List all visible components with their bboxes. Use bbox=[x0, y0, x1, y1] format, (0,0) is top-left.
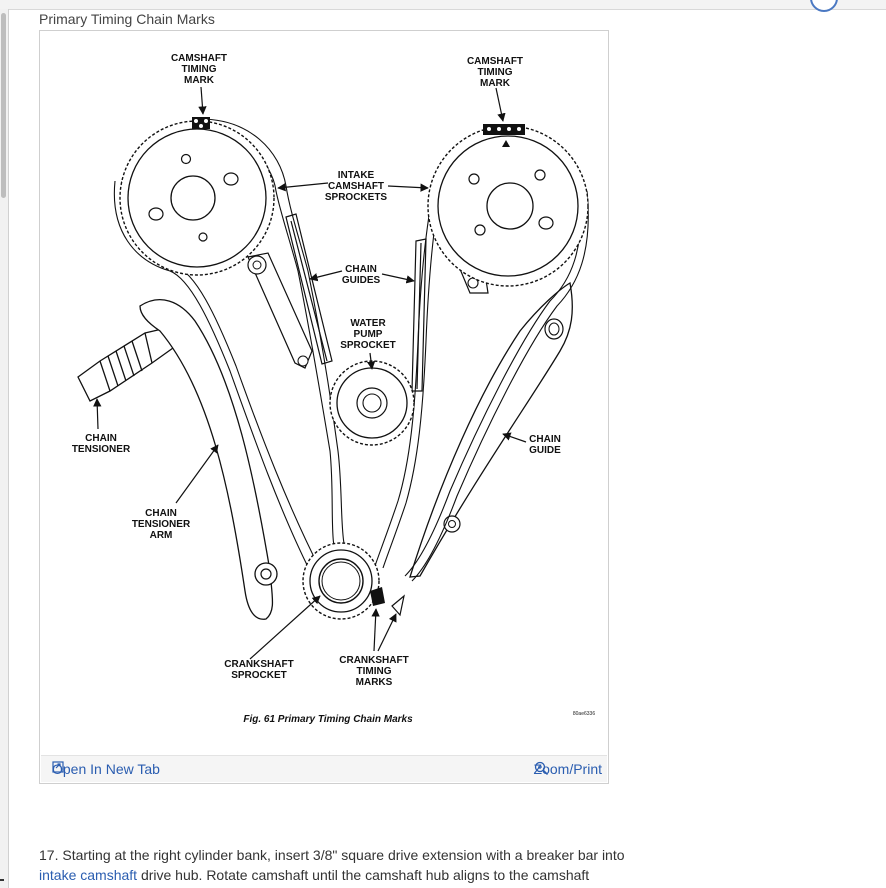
step-17-text-part-1: 17. Starting at the right cylinder bank,… bbox=[39, 847, 625, 863]
browser-top-bar bbox=[0, 0, 886, 12]
leader-lines bbox=[93, 86, 527, 660]
label-chain-guides-1: CHAIN bbox=[345, 264, 377, 275]
right-chain-guide bbox=[409, 281, 573, 578]
label-right-camshaft-timing-mark-3: MARK bbox=[480, 78, 511, 89]
chain-tensioner-arm bbox=[139, 299, 274, 620]
crankshaft-sprocket bbox=[302, 542, 380, 620]
label-right-camshaft-timing-mark-2: TIMING bbox=[478, 67, 513, 78]
intake-camshaft-link[interactable]: intake camshaft bbox=[39, 867, 138, 883]
left-cam-bracket bbox=[247, 252, 313, 369]
label-crankshaft-timing-marks-1: CRANKSHAFT bbox=[339, 655, 408, 666]
water-pump-sprocket bbox=[329, 360, 415, 446]
label-chain-guide-1: CHAIN bbox=[529, 434, 561, 445]
label-water-pump-sprocket-3: SPROCKET bbox=[340, 340, 396, 351]
open-in-new-tab-icon bbox=[52, 761, 64, 773]
figure-caption: Fig. 61 Primary Timing Chain Marks bbox=[243, 714, 413, 725]
label-chain-guides-2: GUIDES bbox=[342, 275, 381, 286]
label-chain-guide-2: GUIDE bbox=[529, 445, 561, 456]
label-intake-camshaft-sprockets-2: CAMSHAFT bbox=[328, 181, 384, 192]
open-in-new-tab-label: Open In New Tab bbox=[52, 761, 160, 777]
page-title: Primary Timing Chain Marks bbox=[39, 11, 215, 27]
left-scrollbar[interactable] bbox=[0, 9, 9, 888]
label-crankshaft-timing-marks-3: MARKS bbox=[356, 677, 393, 688]
right-intake-camshaft-sprocket bbox=[427, 125, 589, 287]
crankshaft-timing-marks bbox=[370, 587, 405, 617]
tensioner-arm-pivot bbox=[254, 562, 278, 586]
label-chain-tensioner-2: TENSIONER bbox=[72, 444, 131, 455]
step-17-text-part-2: drive hub. Rotate camshaft until the cam… bbox=[137, 867, 590, 883]
open-in-new-tab-link[interactable]: Open In New Tab bbox=[52, 761, 160, 777]
label-left-camshaft-timing-mark-1: CAMSHAFT bbox=[171, 53, 227, 64]
label-crankshaft-sprocket-1: CRANKSHAFT bbox=[224, 659, 293, 670]
zoom-print-label: Zoom/Print bbox=[533, 761, 602, 777]
timing-chain-diagram: CAMSHAFT TIMING MARK CAMSHAFT TIMING MAR… bbox=[72, 53, 596, 725]
left-intake-camshaft-sprocket bbox=[119, 120, 275, 276]
label-chain-tensioner-arm-1: CHAIN bbox=[145, 508, 177, 519]
label-crankshaft-sprocket-2: SPROCKET bbox=[231, 670, 287, 681]
label-left-camshaft-timing-mark-3: MARK bbox=[184, 75, 215, 86]
circle-button-edge-icon[interactable] bbox=[810, 0, 838, 12]
label-water-pump-sprocket-1: WATER bbox=[350, 318, 386, 329]
label-intake-camshaft-sprockets-3: SPROCKETS bbox=[325, 192, 388, 203]
right-guide-upper-bolt bbox=[544, 318, 564, 340]
scrollbar-thumb[interactable] bbox=[1, 13, 6, 198]
figure-footer-bar: Open In New Tab Zoom/Print bbox=[41, 755, 607, 782]
label-left-camshaft-timing-mark-2: TIMING bbox=[182, 64, 217, 75]
label-intake-camshaft-sprockets-1: INTAKE bbox=[338, 170, 375, 181]
label-crankshaft-timing-marks-2: TIMING bbox=[357, 666, 392, 677]
left-camshaft-timing-mark bbox=[192, 117, 210, 129]
zoom-print-link[interactable]: Zoom/Print bbox=[534, 761, 602, 777]
label-chain-tensioner-arm-2: TENSIONER bbox=[132, 519, 191, 530]
right-camshaft-timing-mark bbox=[483, 124, 525, 147]
label-chain-tensioner-1: CHAIN bbox=[85, 433, 117, 444]
step-17-instructions: 17. Starting at the right cylinder bank,… bbox=[39, 845, 649, 885]
label-right-camshaft-timing-mark-1: CAMSHAFT bbox=[467, 56, 523, 67]
figure-container: CAMSHAFT TIMING MARK CAMSHAFT TIMING MAR… bbox=[39, 30, 609, 784]
scrollbar-marker bbox=[0, 879, 4, 881]
figure-reference-code: 80ae6336 bbox=[573, 711, 595, 717]
right-guide-lower-bolt bbox=[443, 515, 461, 533]
label-chain-tensioner-arm-3: ARM bbox=[150, 530, 173, 541]
zoom-in-icon bbox=[534, 761, 548, 776]
left-bracket-bolt bbox=[247, 255, 309, 367]
chain-tensioner-body bbox=[77, 325, 181, 402]
label-water-pump-sprocket-2: PUMP bbox=[354, 329, 383, 340]
